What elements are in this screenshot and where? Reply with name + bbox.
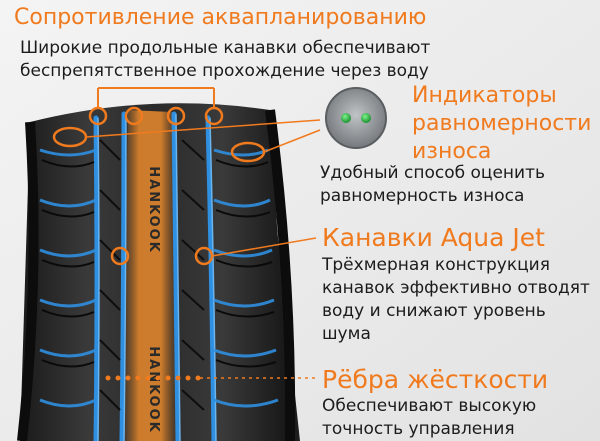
wear-indicators-description: Удобный способ оценить равномерность изн…	[320, 163, 546, 206]
tire-brand-mark-2: HANKOOK	[146, 346, 161, 434]
aqua-jet-description: Трёхмерная конструкция канавок эффективн…	[322, 255, 590, 344]
tire-brand-mark: HANKOOK	[146, 166, 161, 254]
tire-tread-image: HANKOOK HANKOOK	[17, 87, 321, 441]
ribs-description: Обеспечивают высокую точность управления	[322, 396, 537, 439]
hydroplaning-title: Сопротивление аквапланированию	[14, 5, 427, 30]
aqua-jet-title: Канавки Aqua Jet	[322, 223, 545, 252]
hydroplaning-description: Широкие продольные канавки обеспечивают …	[20, 38, 431, 81]
ribs-title: Рёбра жёсткости	[322, 365, 549, 394]
wear-indicators-title: Индикаторы равномерности износа	[412, 83, 592, 164]
wear-indicator-icon	[325, 87, 387, 149]
